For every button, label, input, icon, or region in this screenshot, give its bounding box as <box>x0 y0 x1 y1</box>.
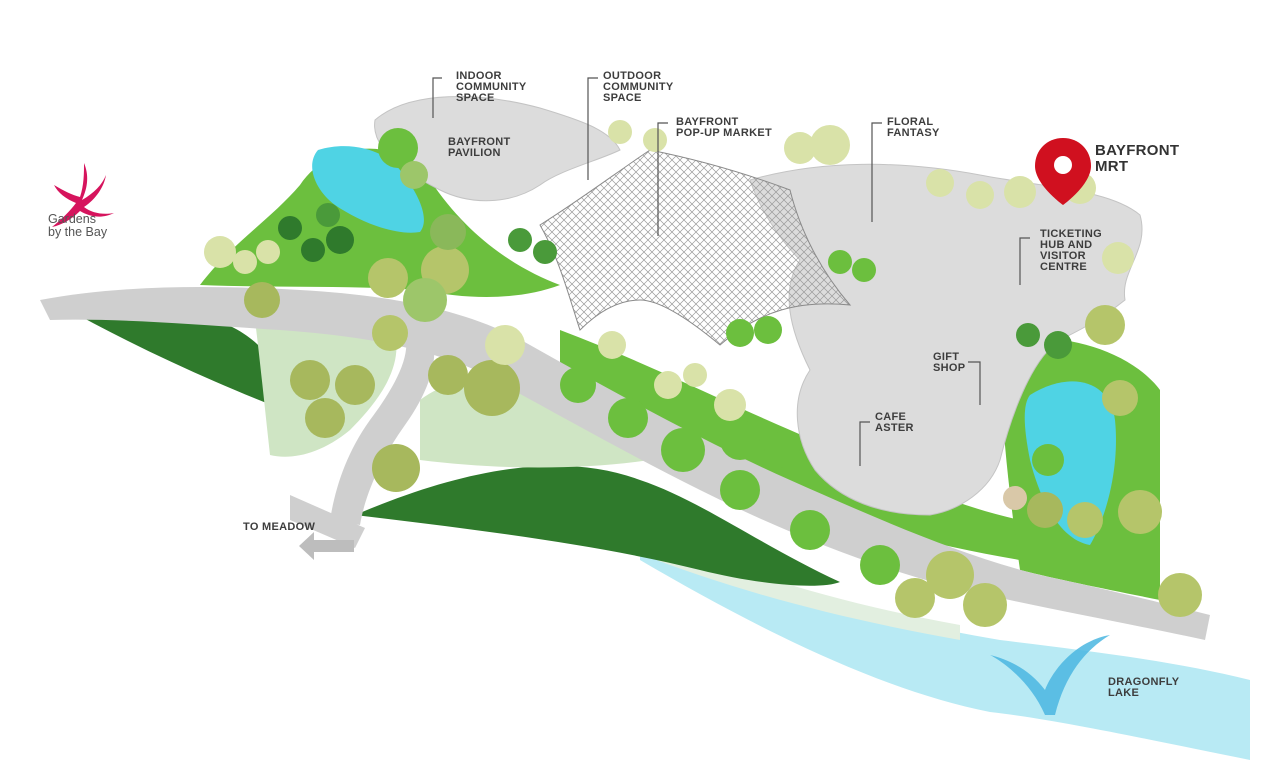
lake-shore <box>560 500 960 640</box>
label-cafe-aster[interactable]: CAFE ASTER <box>875 411 914 434</box>
label-dragonfly-lake[interactable]: DRAGONFLY LAKE <box>1108 676 1180 699</box>
callout-lines <box>432 77 1030 466</box>
brand-name-line1: Gardens <box>48 212 96 226</box>
bayfront-pavilion-building <box>374 96 621 202</box>
label-outdoor-community-space[interactable]: OUTDOOR COMMUNITY SPACE <box>603 70 674 104</box>
gardens-by-the-bay-logo <box>52 163 114 227</box>
main-building <box>749 163 1143 516</box>
fountain <box>990 635 1110 715</box>
trees <box>204 120 1202 627</box>
main-path <box>40 287 1210 640</box>
label-indoor-community-space[interactable]: INDOOR COMMUNITY SPACE <box>456 70 527 104</box>
label-gift-shop[interactable]: GIFT SHOP <box>933 351 966 374</box>
label-ticketing-hub[interactable]: TICKETING HUB AND VISITOR CENTRE <box>1040 228 1102 273</box>
meadow-path <box>330 320 435 525</box>
map-pin-icon[interactable] <box>1035 138 1091 205</box>
lawn-dark-west <box>60 303 305 418</box>
lawn-dark-south <box>355 465 840 586</box>
meadow-arrow-shape <box>290 495 365 548</box>
arrow-left-icon <box>299 532 354 560</box>
brand-name-line2: by the Bay <box>48 225 108 239</box>
brand-name: Gardens by the Bay <box>48 213 143 239</box>
label-floral-fantasy[interactable]: FLORAL FANTASY <box>887 116 940 139</box>
label-bayfront-pavilion[interactable]: BAYFRONT PAVILION <box>448 136 511 159</box>
label-bayfront-mrt[interactable]: BAYFRONT MRT <box>1095 142 1180 175</box>
label-bayfront-popup-market[interactable]: BAYFRONT POP-UP MARKET <box>676 116 772 139</box>
label-to-meadow[interactable]: TO MEADOW <box>243 521 316 533</box>
